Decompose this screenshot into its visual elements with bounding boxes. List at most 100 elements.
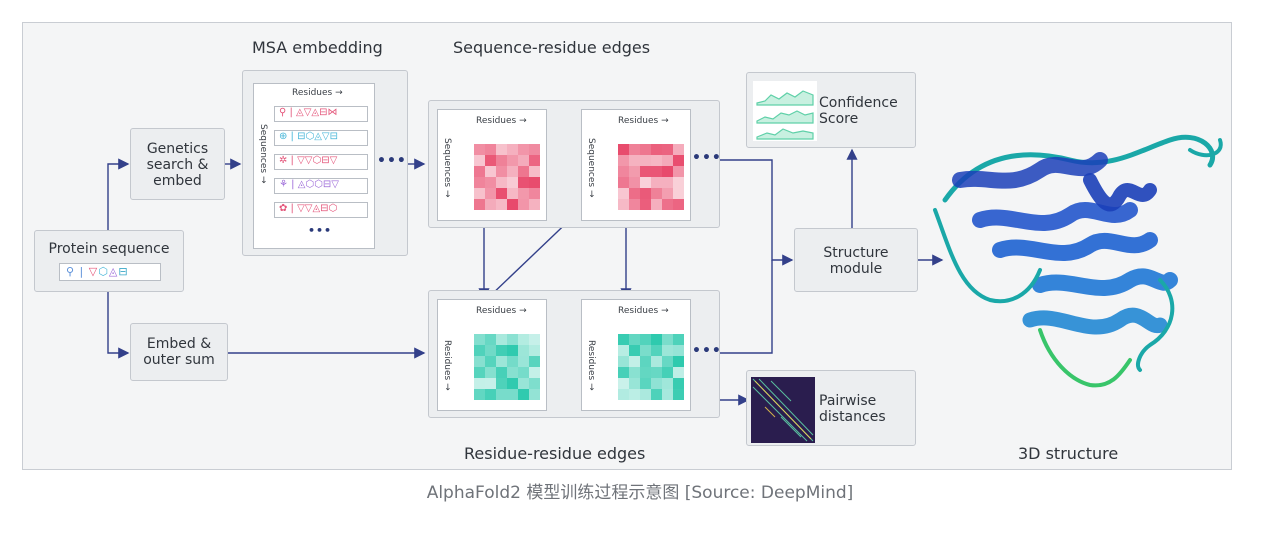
heatmap-cell (529, 155, 540, 166)
heatmap-cell (485, 356, 496, 367)
heatmap-cell (529, 188, 540, 199)
seq2-residues-label: Residues → (618, 116, 669, 126)
heatmap-cell (474, 166, 485, 177)
heatmap-cell (662, 199, 673, 210)
heatmap-cell (629, 345, 640, 356)
heatmap-cell (529, 177, 540, 188)
heatmap-cell (518, 367, 529, 378)
heatmap-cell (662, 155, 673, 166)
heatmap-cell (629, 199, 640, 210)
msa-panel: Residues → Sequences → ⚲ | ◬▽◬⊟⋈ ⊕ | ⊟⬡◬… (253, 83, 375, 249)
protein-sequence-label: Protein sequence (48, 241, 170, 257)
heatmap-cell (529, 199, 540, 210)
heatmap-cell (673, 155, 684, 166)
seq1-residues-label: Residues → (476, 116, 527, 126)
heatmap-cell (640, 334, 651, 345)
heatmap-cell (496, 144, 507, 155)
heatmap-cell (518, 378, 529, 389)
confidence-score-label: Confidence Score (819, 95, 898, 127)
heatmap-cell (618, 345, 629, 356)
res-res-edges-title: Residue-residue edges (464, 444, 646, 463)
msa-ellipsis: ••• (308, 224, 333, 237)
heatmap-cell (518, 389, 529, 400)
residue-glyphs: ⚲ | ▽⬡◬⊟ (66, 265, 129, 278)
seq2-heatmap (618, 144, 684, 210)
heatmap-cell (507, 144, 518, 155)
heatmap-cell (640, 188, 651, 199)
seq-panel-2: Residues → Sequences → (581, 109, 691, 221)
pair1-heatmap (474, 334, 540, 400)
heatmap-cell (529, 356, 540, 367)
heatmap-cell (662, 188, 673, 199)
heatmap-cell (485, 188, 496, 199)
pair-panel-2: Residues → Residues → (581, 299, 691, 411)
heatmap-cell (651, 155, 662, 166)
heatmap-cell (474, 199, 485, 210)
heatmap-cell (651, 177, 662, 188)
heatmap-cell (673, 378, 684, 389)
heatmap-cell (507, 334, 518, 345)
seq2-sequences-label: Sequences → (586, 138, 596, 198)
heatmap-cell (651, 334, 662, 345)
heatmap-cell (662, 166, 673, 177)
heatmap-cell (640, 177, 651, 188)
heatmap-cell (474, 345, 485, 356)
msa-row: ⚘ | ◬⬡⬡⊟▽ (274, 178, 368, 194)
heatmap-cell (518, 356, 529, 367)
heatmap-cell (651, 378, 662, 389)
pair-panel-1: Residues → Residues → (437, 299, 547, 411)
heatmap-cell (485, 389, 496, 400)
heatmap-cell (673, 166, 684, 177)
heatmap-cell (496, 334, 507, 345)
heatmap-cell (662, 144, 673, 155)
heatmap-cell (474, 389, 485, 400)
heatmap-cell (507, 345, 518, 356)
structure-module-label: Structure module (823, 245, 889, 277)
heatmap-cell (485, 345, 496, 356)
heatmap-cell (629, 389, 640, 400)
heatmap-cell (485, 177, 496, 188)
heatmap-cell (640, 389, 651, 400)
heatmap-cell (673, 367, 684, 378)
heatmap-cell (662, 345, 673, 356)
heatmap-cell (673, 144, 684, 155)
heatmap-cell (629, 177, 640, 188)
heatmap-cell (518, 345, 529, 356)
heatmap-cell (496, 378, 507, 389)
heatmap-cell (629, 334, 640, 345)
heatmap-cell (662, 389, 673, 400)
msa-out-ellipsis: ••• (377, 153, 407, 169)
heatmap-cell (507, 166, 518, 177)
heatmap-cell (651, 188, 662, 199)
msa-embedding-title: MSA embedding (252, 38, 383, 57)
pair2-residues-vertical: Residues → (586, 340, 596, 391)
pairwise-distances-box: Pairwise distances (746, 370, 916, 446)
genetics-search-label: Genetics search & embed (146, 141, 209, 189)
heatmap-cell (640, 199, 651, 210)
protein-sequence-strip: ⚲ | ▽⬡◬⊟ (59, 263, 161, 281)
pair2-residues-label: Residues → (618, 306, 669, 316)
heatmap-cell (673, 199, 684, 210)
figure-caption: AlphaFold2 模型训练过程示意图 [Source: DeepMind] (426, 483, 854, 503)
heatmap-cell (496, 367, 507, 378)
heatmap-cell (651, 199, 662, 210)
heatmap-cell (629, 155, 640, 166)
heatmap-cell (651, 367, 662, 378)
heatmap-cell (673, 389, 684, 400)
heatmap-cell (618, 356, 629, 367)
heatmap-cell (518, 199, 529, 210)
heatmap-cell (496, 177, 507, 188)
heatmap-cell (474, 356, 485, 367)
msa-embedding-box: Residues → Sequences → ⚲ | ◬▽◬⊟⋈ ⊕ | ⊟⬡◬… (242, 70, 408, 256)
heatmap-cell (496, 356, 507, 367)
heatmap-cell (485, 367, 496, 378)
heatmap-cell (629, 378, 640, 389)
heatmap-cell (507, 378, 518, 389)
res-res-edges-box: Residues → Residues → Residues → Residue… (428, 290, 720, 418)
heatmap-cell (673, 177, 684, 188)
heatmap-cell (518, 155, 529, 166)
msa-row: ✲ | ▽▽⬡⊟▽ (274, 154, 368, 170)
seq-res-edges-box: Residues → Sequences → Residues → Sequen… (428, 100, 720, 228)
pair2-heatmap (618, 334, 684, 400)
